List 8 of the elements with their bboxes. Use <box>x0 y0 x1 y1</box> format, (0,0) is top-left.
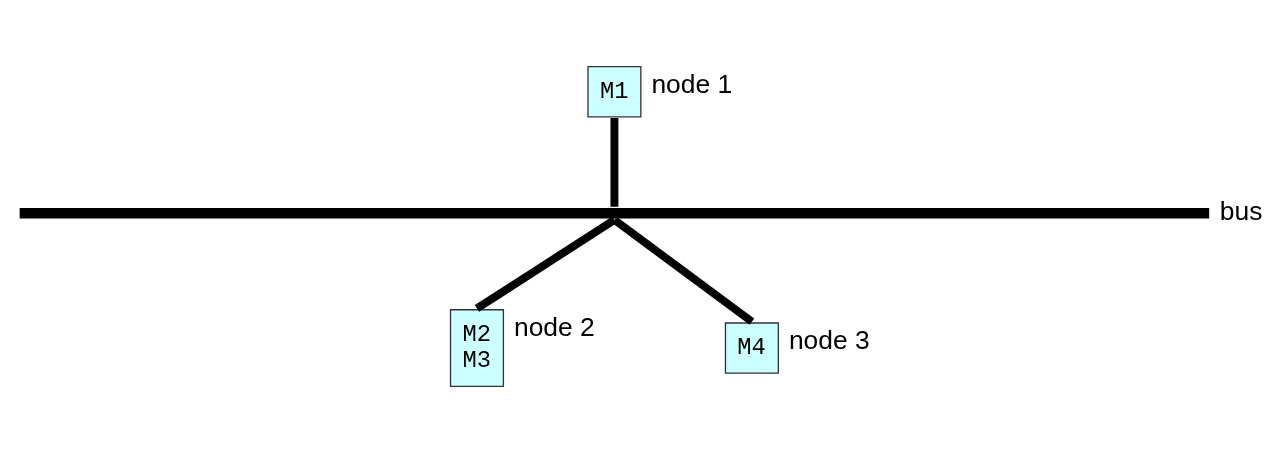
connector <box>474 216 617 312</box>
node-label: bus <box>1219 195 1263 226</box>
node-label: node 3 <box>788 324 870 355</box>
node-label: node 2 <box>513 311 595 342</box>
node-label: node 1 <box>651 68 733 99</box>
connector <box>610 117 619 207</box>
connector <box>612 216 755 325</box>
node-bar <box>19 207 1210 219</box>
